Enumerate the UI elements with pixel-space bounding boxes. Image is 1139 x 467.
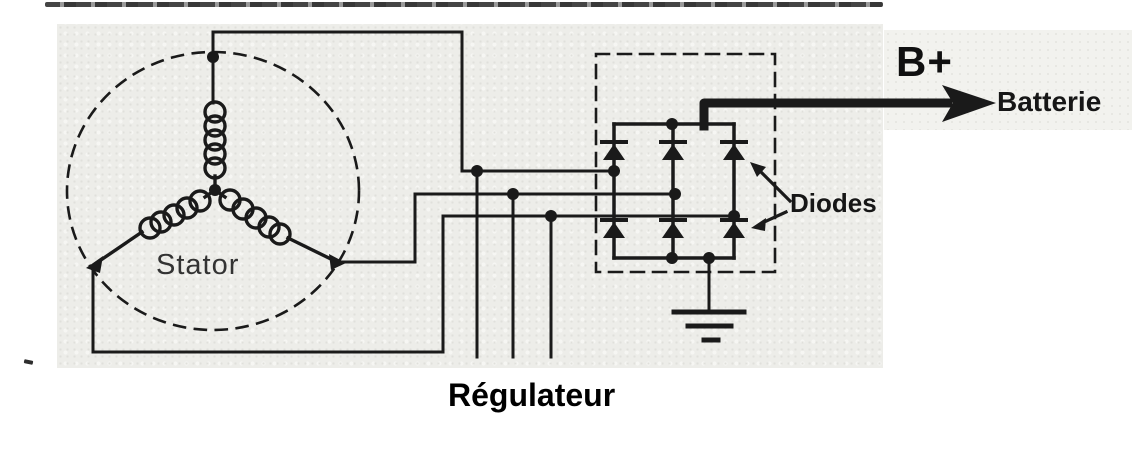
diode-icon [662,222,684,238]
junction-dot [669,188,681,200]
diodes-pointer-line-lower [759,209,789,226]
diode-icon [723,222,745,238]
junction-dot [207,51,219,63]
diodes-label: Diodes [790,188,877,218]
diode-icon [603,144,625,160]
phase-wires [91,30,733,359]
coil-loop [188,189,212,213]
phase1-wire [211,30,614,173]
coil-lead [285,235,340,265]
coil-loop [203,114,227,138]
diodes-pointer-arrowhead-lower [751,218,766,231]
junction-dot [608,165,620,177]
ground-icon [671,256,747,343]
rectifier-dashed-box [594,52,777,274]
junction-dot [471,165,483,177]
diodes-pointers [750,162,793,231]
stator-coil-left [92,187,218,267]
junction-dot [507,188,519,200]
coil-loop [162,203,186,227]
battery-label: Batterie [997,86,1102,117]
junction-dot [545,210,557,222]
phase2-wire [338,192,674,264]
rectifier-bridge [594,52,777,274]
phase3-wire [91,214,733,354]
coil-loop [203,100,227,124]
junction-dot [666,118,678,130]
coil-loop [203,142,227,166]
junction-dot [728,210,740,222]
diodes-pointer-line-upper [757,168,793,204]
coil-loop [175,196,199,220]
b-plus-output [699,85,996,131]
stator-coil-top [203,100,227,192]
regulator-label: Régulateur [448,377,616,413]
scan-edge-artifact [45,2,883,7]
stator-winding [86,100,346,273]
stator-coil-right [212,187,340,265]
diode-icon [603,222,625,238]
b-plus-thick-wire [699,98,953,131]
stator-terminal-arrow-right [329,254,346,270]
coil-loop [138,216,162,240]
diode-icon [723,144,745,160]
junction-dot [666,252,678,264]
b-plus-label: B+ [896,38,953,85]
stator-label: Stator [156,249,240,281]
coil-loop [203,128,227,152]
coil-loop [149,210,173,234]
junction-dots [207,51,740,264]
diode-icon [662,144,684,160]
coil-lead [92,229,145,267]
battery-arrow-icon [942,85,996,122]
junction-dot [209,184,221,196]
diodes-pointer-arrowhead-upper [750,162,766,177]
coil-loop [268,222,292,246]
